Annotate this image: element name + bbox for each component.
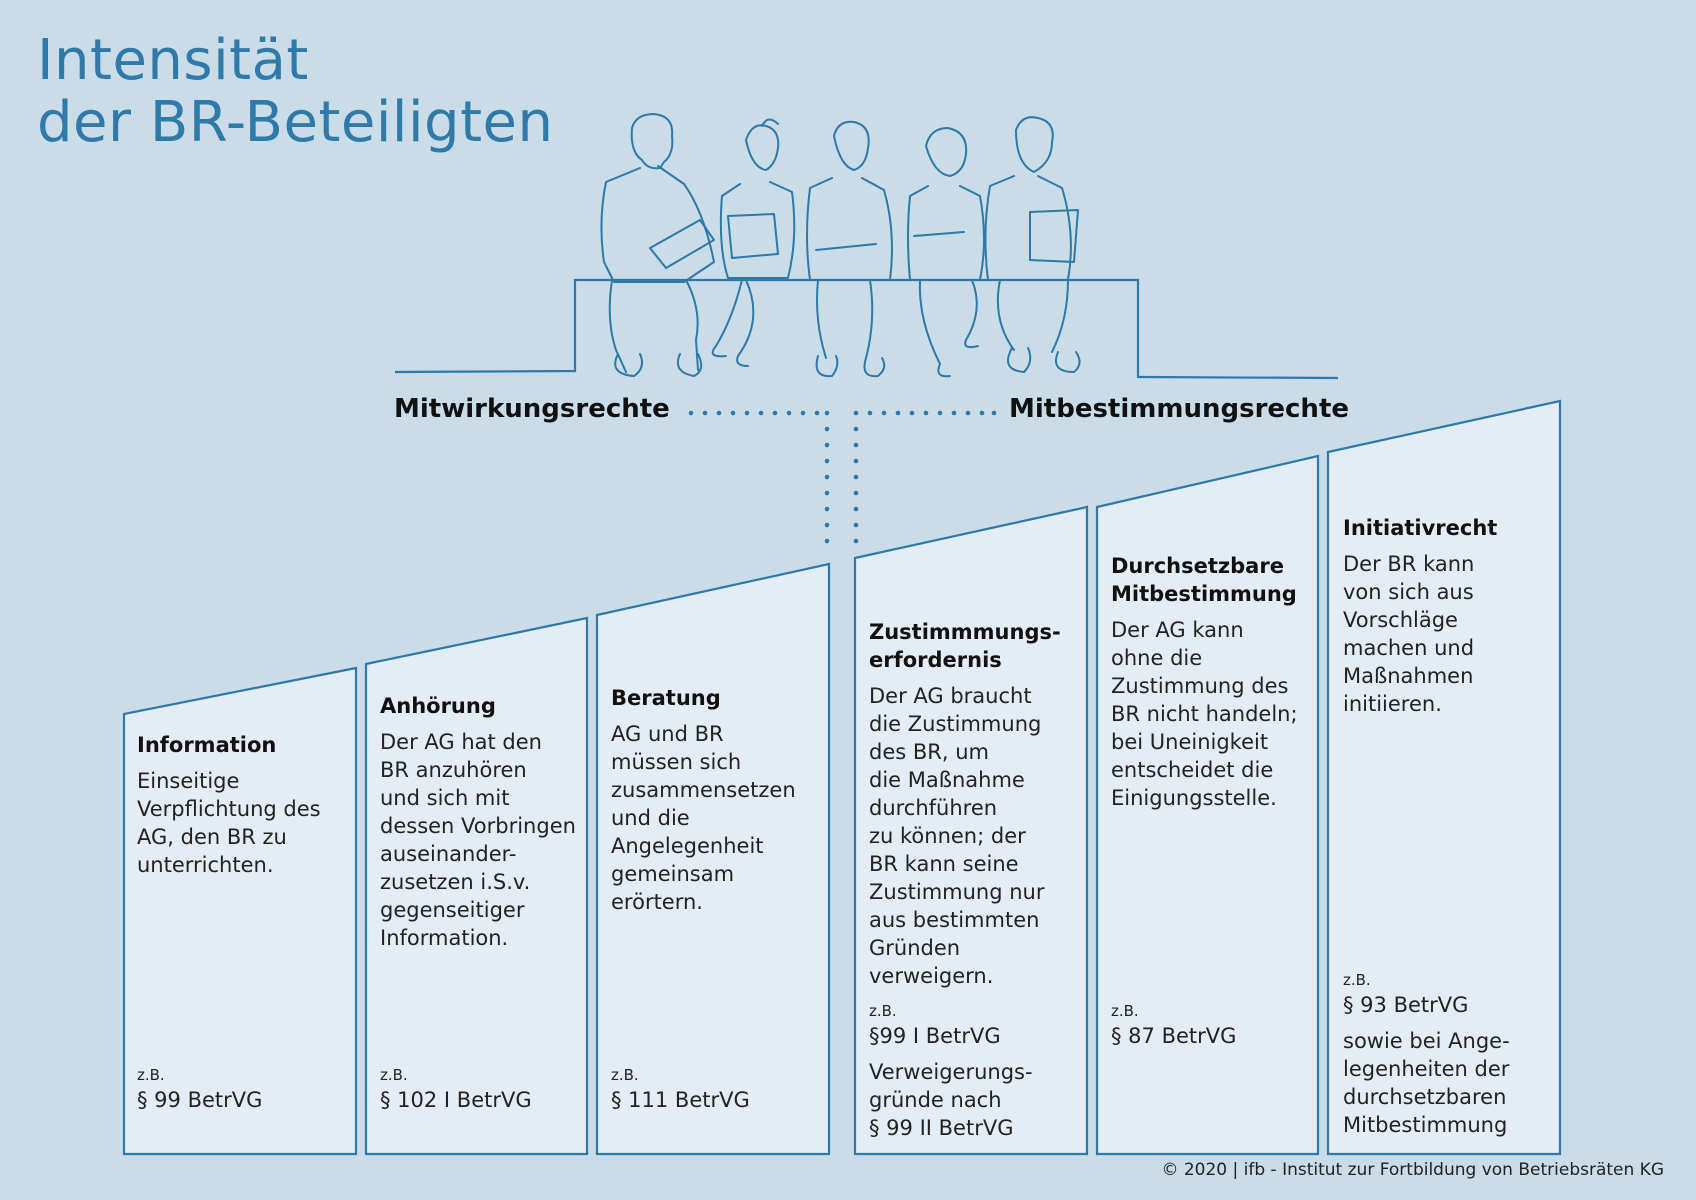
example-label: z.B. bbox=[869, 1002, 897, 1020]
box-title: Anhörung bbox=[380, 694, 496, 718]
dots-right-vertical bbox=[853, 426, 859, 544]
person-1-icon bbox=[600, 113, 715, 377]
law-reference: §99 I BetrVG bbox=[869, 1024, 1001, 1048]
additional-reference: Verweigerungs- gründe nach § 99 II BetrV… bbox=[869, 1060, 1033, 1140]
box-body: Der AG hat den BR anzuhören und sich mit… bbox=[380, 730, 576, 950]
box-initiativrecht-shape bbox=[1326, 399, 1562, 1156]
dotted-connector bbox=[688, 410, 997, 544]
dots-right-horizontal bbox=[853, 410, 997, 416]
box-information-ref: z.B. § 99 BetrVG bbox=[137, 1064, 262, 1114]
box-title: Beratung bbox=[611, 686, 721, 710]
people-seated-on-bench-illustration bbox=[600, 113, 1081, 378]
box-zustimmungserfordernis-ref: z.B. §99 I BetrVG Verweigerungs- gründe … bbox=[869, 1000, 1033, 1142]
box-anhoerung-ref: z.B. § 102 I BetrVG bbox=[380, 1064, 532, 1114]
title-line-2: der BR-Beteiligten bbox=[37, 90, 554, 155]
box-body: Der AG kann ohne die Zustimmung des BR n… bbox=[1111, 618, 1298, 810]
law-reference: § 111 BetrVG bbox=[611, 1088, 750, 1112]
box-body: Der BR kann von sich aus Vorschläge mach… bbox=[1343, 552, 1475, 716]
box-title: Information bbox=[137, 733, 277, 757]
label-mitbestimmungsrechte: Mitbestimmungsrechte bbox=[1009, 394, 1350, 424]
box-information: Information Einseitige Verpflichtung des… bbox=[137, 731, 347, 879]
person-5-icon bbox=[984, 116, 1081, 373]
label-mitwirkungsrechte: Mitwirkungsrechte bbox=[394, 394, 670, 424]
box-beratung-shape bbox=[595, 562, 831, 1156]
bench-outline bbox=[394, 278, 1339, 380]
example-label: z.B. bbox=[611, 1066, 639, 1084]
box-body: AG und BR müssen sich zusammensetzen und… bbox=[611, 722, 796, 914]
box-anhoerung: Anhörung Der AG hat den BR anzuhören und… bbox=[380, 692, 585, 952]
box-information-shape bbox=[122, 666, 358, 1156]
page-title: Intensität der BR-Beteiligten bbox=[37, 30, 554, 154]
person-4-icon bbox=[907, 127, 985, 378]
dots-left-horizontal bbox=[688, 410, 830, 416]
person-2-icon bbox=[711, 118, 796, 367]
box-durchsetzbare-shape bbox=[1095, 454, 1320, 1156]
box-initiativrecht: Initiativrecht Der BR kann von sich aus … bbox=[1343, 514, 1553, 718]
box-zustimmungserfordernis: Zustimmmungs- erfordernis Der AG braucht… bbox=[869, 618, 1084, 990]
law-reference: § 93 BetrVG bbox=[1343, 993, 1469, 1017]
example-label: z.B. bbox=[137, 1066, 165, 1084]
copyright-footer: © 2020 | ifb - Institut zur Fortbildung … bbox=[1161, 1160, 1664, 1180]
example-label: z.B. bbox=[1111, 1002, 1139, 1020]
title-line-1: Intensität bbox=[37, 28, 309, 93]
law-reference: § 87 BetrVG bbox=[1111, 1024, 1237, 1048]
box-title: Initiativrecht bbox=[1343, 516, 1498, 540]
box-durchsetzbare-mitbestimmung: Durchsetzbare Mitbestimmung Der AG kann … bbox=[1111, 552, 1316, 812]
box-zustimmung-shape bbox=[853, 505, 1089, 1156]
example-label: z.B. bbox=[380, 1066, 408, 1084]
box-title: Durchsetzbare Mitbestimmung bbox=[1111, 554, 1297, 606]
box-initiativrecht-ref: z.B. § 93 BetrVG sowie bei Ange- legenhe… bbox=[1343, 969, 1510, 1139]
law-reference: § 99 BetrVG bbox=[137, 1088, 263, 1112]
law-reference: § 102 I BetrVG bbox=[380, 1088, 532, 1112]
person-3-icon bbox=[806, 120, 893, 378]
box-beratung-ref: z.B. § 111 BetrVG bbox=[611, 1064, 750, 1114]
dots-left-vertical bbox=[824, 426, 830, 544]
additional-reference: sowie bei Ange- legenheiten der durchset… bbox=[1343, 1029, 1510, 1137]
box-beratung: Beratung AG und BR müssen sich zusammens… bbox=[611, 684, 826, 916]
example-label: z.B. bbox=[1343, 971, 1371, 989]
box-body: Einseitige Verpflichtung des AG, den BR … bbox=[137, 769, 321, 877]
box-title: Zustimmmungs- erfordernis bbox=[869, 620, 1061, 672]
box-anhoerung-shape bbox=[364, 616, 589, 1156]
box-durchsetzbare-mitbestimmung-ref: z.B. § 87 BetrVG bbox=[1111, 1000, 1236, 1050]
box-body: Der AG braucht die Zustimmung des BR, um… bbox=[869, 684, 1045, 988]
